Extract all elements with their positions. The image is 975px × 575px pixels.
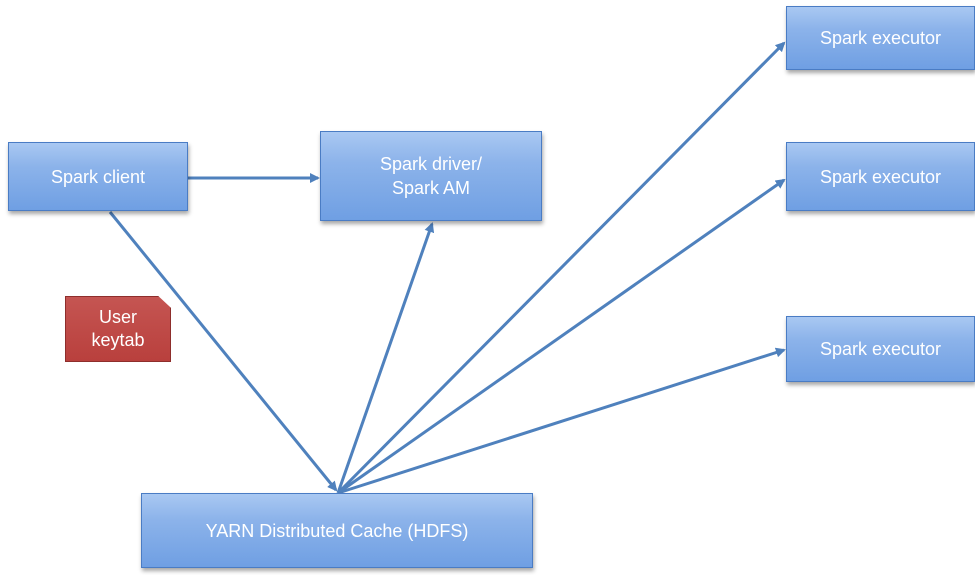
user-keytab-document-icon: User keytab [65,296,171,362]
arrow-cache-to-driver [336,222,435,494]
user-keytab-label-line1: User [98,307,137,327]
spark-driver-node: Spark driver/ Spark AM [320,131,542,221]
arrow-cache-to-executor-3 [337,347,786,495]
spark-client-label: Spark client [50,166,146,187]
spark-client-node: Spark client [8,142,188,211]
spark-executor-label: Spark executor [819,166,942,187]
user-keytab-label: User keytab [91,306,144,352]
yarn-distributed-cache-label: YARN Distributed Cache (HDFS) [205,520,469,541]
spark-driver-label-line2: Spark AM [391,178,470,198]
spark-driver-label: Spark driver/ Spark AM [380,152,482,200]
spark-driver-label-line1: Spark driver/ [379,154,483,174]
spark-executor-node-3: Spark executor [786,316,975,382]
arrow-cache-to-executor-2 [337,178,786,495]
arrow-cache-to-executor-1 [336,41,786,495]
user-keytab-label-line2: keytab [91,330,145,350]
spark-executor-label: Spark executor [819,28,942,48]
yarn-distributed-cache-node: YARN Distributed Cache (HDFS) [141,493,533,568]
spark-executor-label: Spark executor [819,339,942,359]
spark-executor-node-2: Spark executor [786,142,975,211]
spark-executor-node-1: Spark executor [786,6,975,70]
